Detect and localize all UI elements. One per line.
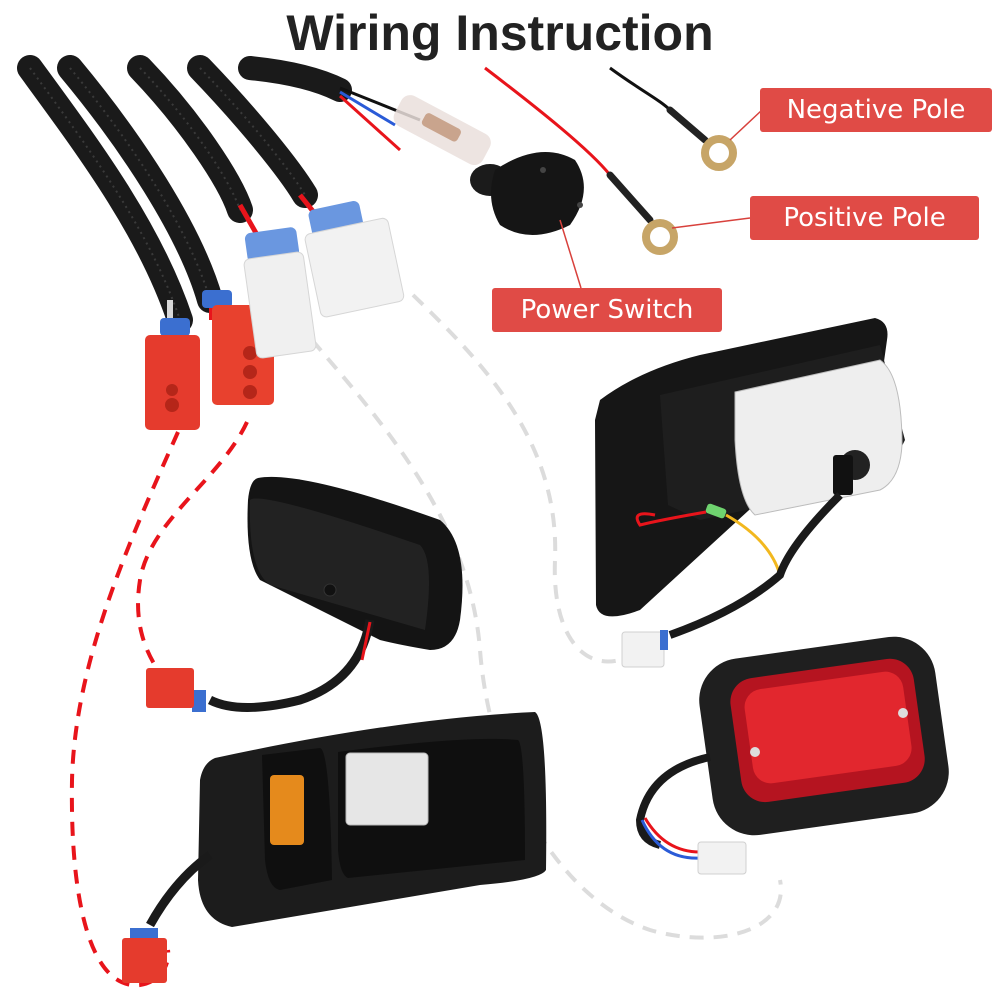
negative-leader — [729, 109, 763, 141]
positive-wire — [484, 66, 654, 224]
negative-pole-label: Negative Pole — [760, 88, 992, 132]
headlight-front — [122, 712, 547, 983]
positive-ring-terminal — [642, 219, 678, 255]
tail-light-red — [635, 636, 949, 875]
gray-dashed-path-2 — [411, 293, 621, 664]
red-dashed-path-outer — [69, 431, 180, 988]
headlight-rear — [146, 476, 463, 712]
white-connectors — [237, 193, 405, 359]
positive-pole-label: Positive Pole — [750, 196, 979, 240]
gray-dashed-path-1 — [310, 338, 783, 940]
rocker-switch — [470, 152, 584, 235]
power-switch-label: Power Switch — [492, 288, 722, 332]
negative-wire — [609, 66, 709, 144]
harness-ribs — [29, 67, 306, 321]
negative-ring-terminal — [701, 135, 737, 171]
page-title: Wiring Instruction — [286, 5, 714, 61]
positive-leader — [671, 217, 751, 229]
fuse-holder — [393, 95, 491, 166]
switch-leader — [559, 219, 582, 289]
red-dashed-path-inner — [136, 421, 249, 682]
headlight-with-signal — [595, 318, 905, 668]
